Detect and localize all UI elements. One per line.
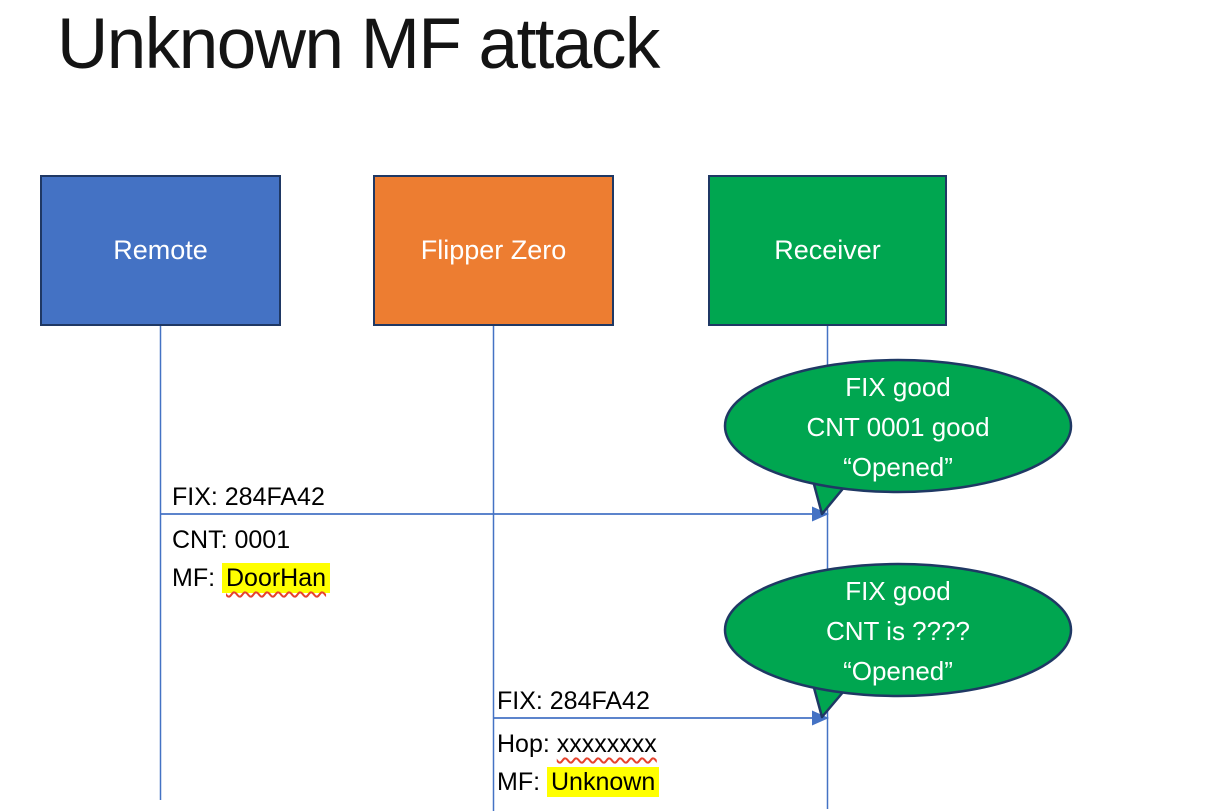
actor-label-remote: Remote	[113, 235, 208, 265]
actor-label-flipper-zero: Flipper Zero	[420, 235, 567, 265]
message-1-mf: MF: DoorHan	[172, 559, 331, 597]
message-2-label-above: FIX: 284FA42	[497, 682, 650, 720]
message-1-label-below: CNT: 0001 MF: DoorHan	[172, 521, 331, 597]
callout-bubble-2	[723, 562, 1073, 698]
message-arrow-2-head	[812, 710, 829, 726]
actor-box-remote: Remote	[40, 175, 281, 326]
message-2-mf-value-highlighted: Unknown	[547, 767, 660, 797]
message-1-mf-value-highlighted: DoorHan	[222, 563, 331, 593]
callout-1-line-3: “Opened”	[843, 452, 953, 482]
callout-1-line-1: FIX good	[845, 372, 951, 402]
message-1-cnt: CNT: 0001	[172, 526, 291, 554]
page-title: Unknown MF attack	[57, 5, 660, 84]
actor-label-receiver: Receiver	[774, 235, 881, 265]
message-2-fix: FIX: 284FA42	[497, 687, 650, 715]
message-2-mf: MF: Unknown	[497, 763, 660, 801]
callout-2-line-2: CNT is ????	[825, 616, 971, 646]
callout-2-line-1: FIX good	[845, 576, 951, 606]
message-2-hop-prefix: Hop:	[497, 730, 557, 758]
callout-bubble-1	[723, 358, 1073, 494]
actor-box-receiver: Receiver	[708, 175, 947, 326]
message-2-hop-value: xxxxxxxx	[556, 730, 657, 758]
message-arrow-1-head	[812, 506, 829, 522]
message-1-fix: FIX: 284FA42	[172, 483, 325, 511]
callout-1-line-2: CNT 0001 good	[806, 412, 990, 442]
message-1-label-above: FIX: 284FA42	[172, 478, 325, 516]
message-2-label-below: Hop: xxxxxxxx MF: Unknown	[497, 725, 660, 801]
message-2-hop: Hop: xxxxxxxx	[497, 725, 659, 763]
message-2-mf-prefix: MF:	[497, 768, 547, 796]
actor-box-flipper-zero: Flipper Zero	[373, 175, 614, 326]
callout-1-text: FIX good CNT 0001 good “Opened”	[728, 367, 1068, 487]
callout-2-text: FIX good CNT is ???? “Opened”	[728, 571, 1068, 691]
message-1-mf-prefix: MF:	[172, 564, 222, 592]
callout-2-line-3: “Opened”	[843, 656, 953, 686]
